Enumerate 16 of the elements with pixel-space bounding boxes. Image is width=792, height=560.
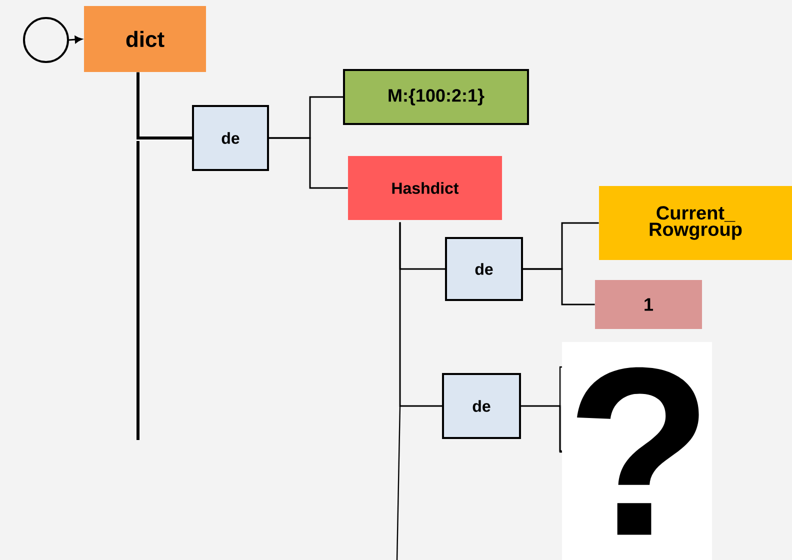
start-circle xyxy=(23,17,69,63)
entry-box: de xyxy=(192,105,269,171)
connector xyxy=(523,268,595,306)
connector xyxy=(269,137,348,189)
connector xyxy=(521,405,562,452)
connector xyxy=(136,72,192,140)
value-box: 1 xyxy=(595,280,702,329)
connector xyxy=(399,222,442,407)
picture: ? xyxy=(562,342,712,560)
connector xyxy=(68,36,82,44)
dict-box: Hashdict xyxy=(348,156,502,220)
key-box: Current_ Rowgroup xyxy=(599,186,792,260)
dict-box: dict xyxy=(84,6,206,72)
entry-box: de xyxy=(445,237,523,301)
entry-box: de xyxy=(442,373,521,439)
value-box: M:{100:2:1} xyxy=(343,69,529,125)
